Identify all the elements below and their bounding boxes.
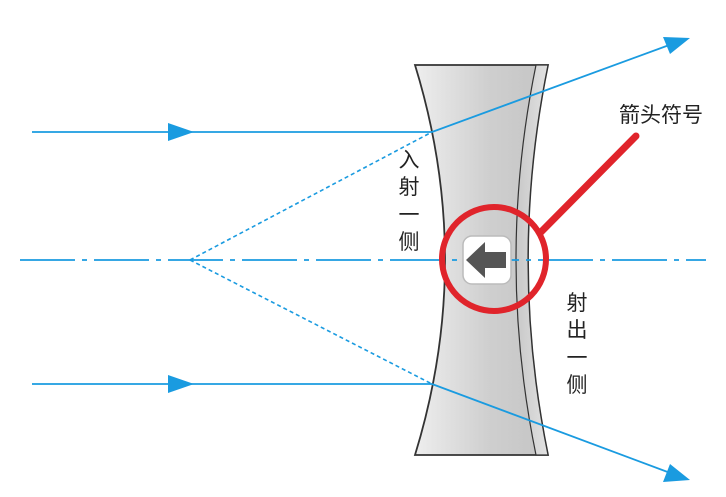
exit-side-label: 射 出 一 侧: [567, 291, 588, 397]
virtual-ray-bottom: [189, 259, 433, 385]
exit-side-char: 侧: [567, 373, 588, 397]
left-arrow-icon: [462, 235, 512, 285]
arrowhead-icon: [168, 375, 194, 393]
refracted-ray-bottom: [431, 383, 674, 475]
refracted-ray-top: [431, 43, 673, 133]
incident-side-char: 入: [399, 148, 420, 172]
virtual-ray-top: [189, 131, 433, 261]
incoming-rays: [32, 123, 432, 393]
incident-side-char: 一: [399, 203, 420, 227]
exit-side-char: 出: [567, 318, 588, 342]
virtual-rays: [189, 131, 433, 385]
incident-side-char: 侧: [399, 230, 420, 254]
exit-side-char: 一: [567, 346, 588, 370]
incident-side-label: 入 射 一 侧: [399, 148, 420, 254]
arrowhead-icon: [663, 464, 690, 482]
arrow-symbol-label: 箭头符号: [619, 103, 703, 127]
highlight-circle: [439, 204, 549, 314]
arrowhead-icon: [168, 123, 194, 141]
exit-side-char: 射: [567, 291, 588, 315]
callout-line: [537, 132, 640, 236]
arrowhead-icon: [663, 37, 690, 54]
lens-rim: [515, 64, 549, 456]
incident-side-char: 射: [399, 175, 420, 199]
diverging-rays: [431, 37, 690, 482]
